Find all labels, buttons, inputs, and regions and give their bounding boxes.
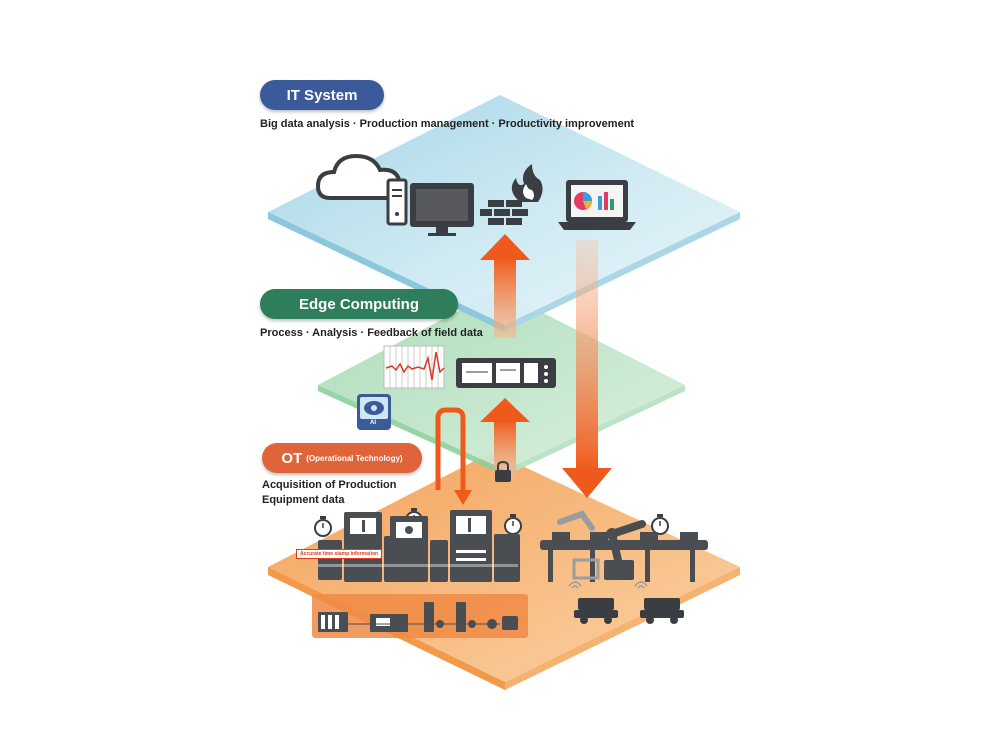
stopwatch-icon [504,514,522,535]
ot-caption: Acquisition of Production Equipment data [262,479,397,506]
io-module-icon [348,616,518,630]
firewall-icon [480,164,543,225]
waveform-monitor-icon [383,345,445,389]
lock-icon [495,460,511,482]
stopwatch-icon [651,514,669,535]
stopwatch-icon [314,516,332,537]
robot-arm-icon [557,510,600,580]
ai-brain-icon [357,394,391,430]
conveyor-icon [540,532,708,582]
desktop-computer-icon [410,183,474,236]
wireless-signal-icon [568,581,648,589]
io-module-icon [318,612,348,632]
controller-unit-icon [456,358,556,388]
data-up-arrow-edge-it [480,234,530,338]
edge-computing-label: Edge Computing [260,289,458,319]
io-module-strip [312,594,528,638]
agv-cart-icon [640,598,684,624]
feedback-down-arrow [562,240,612,498]
server-tower-icon [386,178,408,226]
laptop-dashboard-icon [558,180,636,230]
it-system-caption: Big data analysis · Production managemen… [260,118,635,130]
production-machine-icon [318,510,520,582]
io-module-icon [370,614,408,632]
loop-feedback-arrow [435,407,472,505]
ot-label: OT (Operational Technology) [262,443,422,473]
ai-badge-label: AI [370,420,376,426]
agv-cart-icon [574,598,618,624]
it-system-label: IT System [260,80,384,110]
robot-arm-icon [604,520,646,580]
timestamp-badge: Accurate time stamp information [296,549,383,559]
edge-computing-caption: Process · Analysis · Feedback of field d… [260,327,483,339]
